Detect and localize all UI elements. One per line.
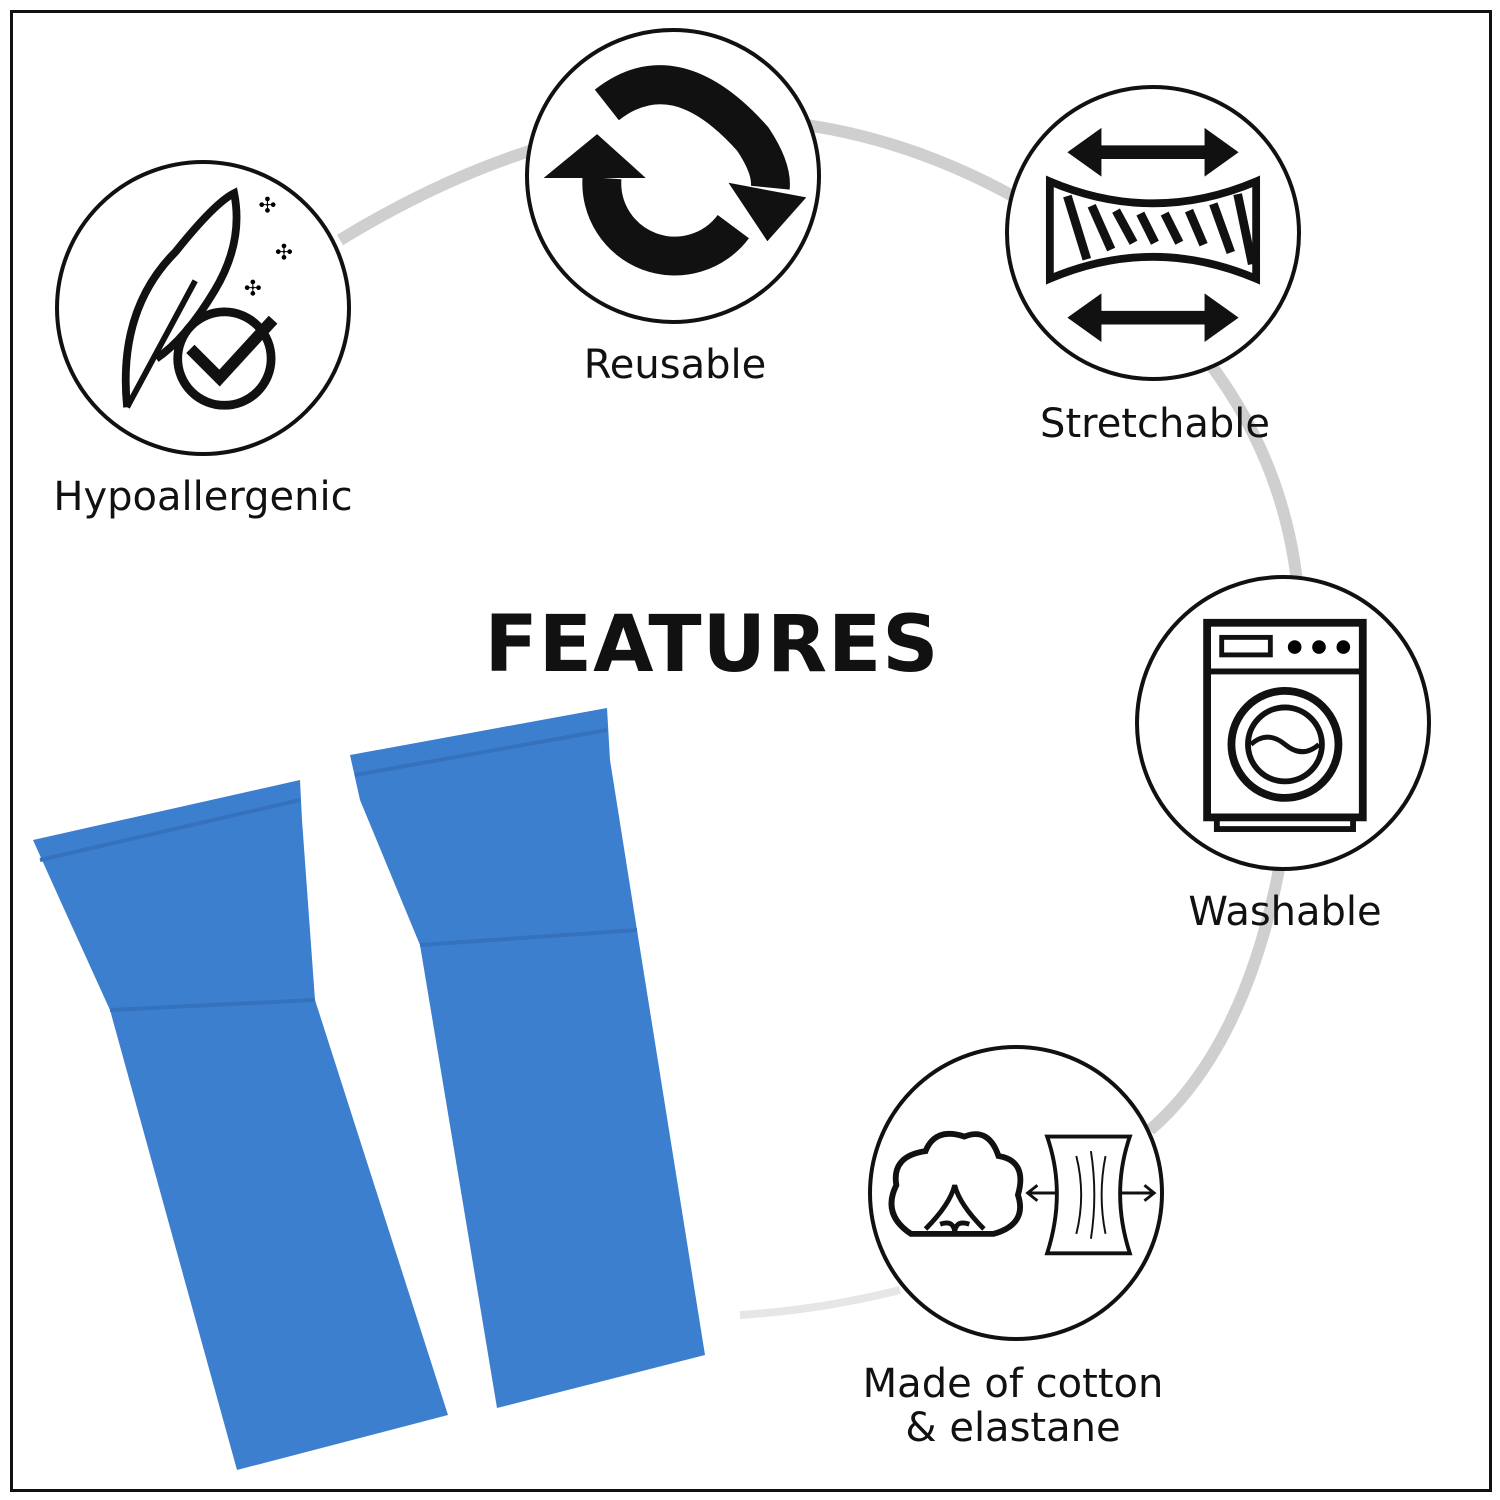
svg-text:✣: ✣ xyxy=(244,276,262,301)
sleeve-left xyxy=(33,780,448,1470)
washing-machine-icon xyxy=(1203,618,1367,832)
page-title: FEATURES xyxy=(484,600,940,690)
feature-label-material-line1: Made of cotton xyxy=(862,1361,1164,1407)
cotton-elastane-badge xyxy=(868,1045,1164,1341)
feature-label-material-line2: & elastane xyxy=(905,1405,1121,1451)
feature-label-hypoallergenic: Hypoallergenic xyxy=(53,474,353,520)
image-frame xyxy=(10,10,1492,1492)
sleeve-right xyxy=(350,708,705,1408)
svg-text:✣: ✣ xyxy=(275,240,293,265)
feature-label-material: Made of cotton & elastane xyxy=(863,1362,1164,1450)
feather-check-icon: ✣ ✣ ✣ xyxy=(121,187,293,410)
feature-label-washable: Washable xyxy=(1188,889,1382,935)
feature-label-reusable: Reusable xyxy=(583,342,767,388)
washable-badge xyxy=(1135,575,1431,871)
feature-label-stretchable: Stretchable xyxy=(1040,401,1270,447)
cotton-elastane-icon xyxy=(888,1130,1157,1256)
reusable-badge xyxy=(525,28,821,324)
stretch-fabric-icon xyxy=(1045,127,1261,342)
hypoallergenic-badge: ✣ ✣ ✣ xyxy=(55,160,351,456)
stretchable-badge xyxy=(1005,85,1301,381)
svg-text:✣: ✣ xyxy=(258,194,276,219)
product-sleeves xyxy=(33,708,705,1470)
recycle-arrows-icon xyxy=(543,65,807,276)
